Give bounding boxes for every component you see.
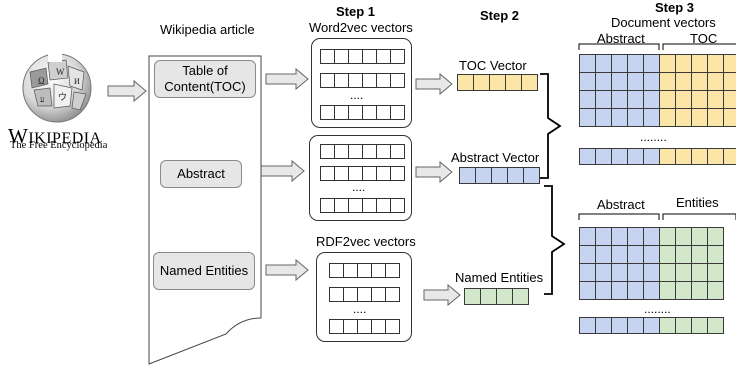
brace-upper (540, 73, 562, 179)
lower-document-vector-last-row (579, 317, 724, 334)
lower-matrix-ellipsis: ........ (644, 302, 671, 316)
lower-abstract-label: Abstract (597, 197, 645, 212)
word2vec-title: Word2vec vectors (309, 20, 413, 35)
article-document-shape (148, 55, 262, 365)
step3-label: Step 3 (655, 0, 695, 15)
arrow-logo-to-article (107, 79, 147, 103)
step1-label: Step 1 (336, 4, 376, 19)
upper-abstract-label: Abstract (597, 31, 645, 46)
lower-document-vectors-matrix (579, 227, 724, 300)
upper-matrix-ellipsis: ........ (640, 130, 667, 144)
toc-vector (457, 74, 538, 91)
article-item-abstract: Abstract (160, 160, 242, 188)
lower-entities-label: Entities (676, 195, 719, 210)
rdf2vec-title: RDF2vec vectors (316, 234, 416, 249)
article-item-named-entities: Named Entities (153, 252, 255, 290)
abstract-vector (459, 167, 540, 184)
article-title: Wikipedia article (160, 22, 255, 37)
bracket-lower-abstract (578, 213, 660, 220)
arrow-word2vec-to-abstract-vector (415, 160, 453, 184)
word2vec-ellipsis-2: .... (352, 180, 366, 194)
wikipedia-globe-logo: Ω W И ウ ע (22, 52, 92, 123)
named-entities-label: Named Entities (455, 270, 544, 285)
svg-text:ע: ע (40, 95, 45, 104)
svg-text:И: И (74, 77, 80, 86)
arrow-abstract-to-word2vec (249, 159, 305, 183)
article-item-toc: Table of Content(TOC) (154, 60, 256, 98)
wikipedia-tagline: The Free Encyclopedia (10, 140, 108, 151)
upper-document-vector-last-row (579, 148, 736, 165)
word2vec-ellipsis: .... (350, 88, 364, 102)
arrow-entities-to-rdf2vec (265, 258, 309, 282)
upper-document-vectors-matrix (579, 54, 736, 127)
svg-text:W: W (56, 67, 65, 77)
svg-text:Ω: Ω (38, 76, 45, 86)
bracket-lower-entities (662, 213, 736, 220)
entities-vector (464, 288, 529, 305)
document-vectors-title: Document vectors (611, 15, 716, 30)
brace-lower (544, 185, 566, 295)
step2-label: Step 2 (480, 8, 520, 23)
wikipedia-wordmark: WIKIPEDIA (8, 124, 102, 148)
arrow-toc-to-word2vec (265, 67, 309, 91)
rdf2vec-ellipsis: .... (353, 302, 367, 316)
svg-text:ウ: ウ (58, 92, 67, 102)
toc-vector-label: TOC Vector (459, 58, 527, 73)
rdf2vec-matrix: .... (316, 252, 412, 342)
arrow-word2vec-to-toc-vector (415, 72, 453, 96)
word2vec-matrix-abstract: .... (309, 135, 412, 221)
upper-toc-label: TOC (690, 31, 718, 46)
arrow-rdf2vec-to-entities (423, 283, 461, 307)
word2vec-matrix-toc: .... (311, 38, 412, 128)
abstract-vector-label: Abstract Vector (451, 150, 540, 165)
